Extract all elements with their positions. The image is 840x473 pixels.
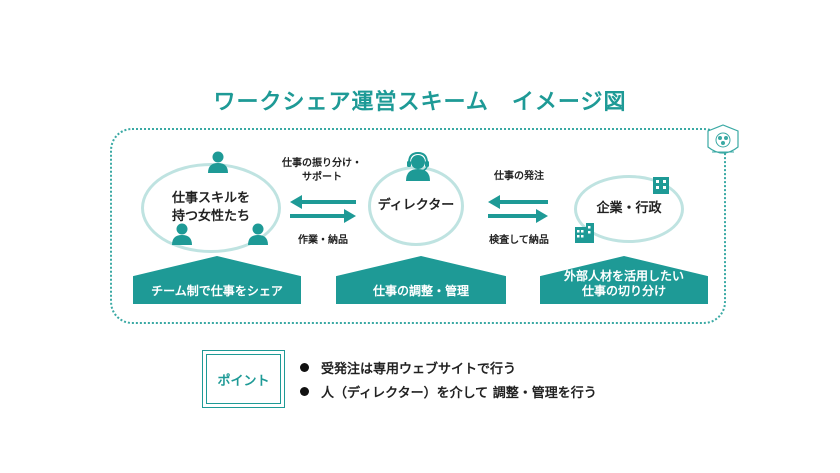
arrow-label-deliver: 作業・納品	[298, 235, 348, 246]
list-item: 受発注は専用ウェブサイトで行う	[300, 355, 597, 379]
point-badge: ポイント	[202, 350, 285, 408]
headset-operator-icon	[406, 151, 430, 181]
scheme-frame	[110, 128, 726, 324]
exchange-arrows-right	[488, 195, 548, 223]
arrow-label-order: 仕事の発注	[494, 171, 544, 182]
exchange-arrows-left	[290, 195, 356, 223]
bullet-icon	[300, 386, 309, 396]
arrow-right-icon	[290, 209, 356, 223]
node-women-label: 仕事スキルを 持つ女性たち	[171, 191, 250, 224]
page-title: ワークシェア運営スキーム イメージ図	[213, 90, 627, 115]
point-label: ポイント	[206, 354, 281, 404]
point-item-text: 受発注は専用ウェブサイトで行う	[321, 361, 517, 377]
person-icon	[208, 151, 228, 173]
list-item: 人（ディレクター）を介して 調整・管理を行う	[300, 379, 597, 403]
arrow-left-icon	[290, 195, 356, 209]
node-company-label: 企業・行政	[596, 201, 662, 216]
arrow-right-icon	[488, 209, 548, 223]
building-icon	[575, 223, 594, 243]
arrow-label-inspect: 検査して納品	[489, 235, 549, 246]
arrow-label-assign: 仕事の振り分け・ サポート	[282, 158, 362, 183]
point-item-text: 人（ディレクター）を介して 調整・管理を行う	[321, 385, 597, 401]
arrow-left-icon	[488, 195, 548, 209]
building-icon	[653, 177, 669, 194]
emblem-icon	[707, 124, 739, 154]
bullet-icon	[300, 362, 309, 372]
node-director-label: ディレクター	[377, 198, 455, 213]
person-icon	[248, 223, 268, 245]
person-icon	[172, 223, 192, 245]
point-list: 受発注は専用ウェブサイトで行う 人（ディレクター）を介して 調整・管理を行う	[300, 355, 597, 403]
